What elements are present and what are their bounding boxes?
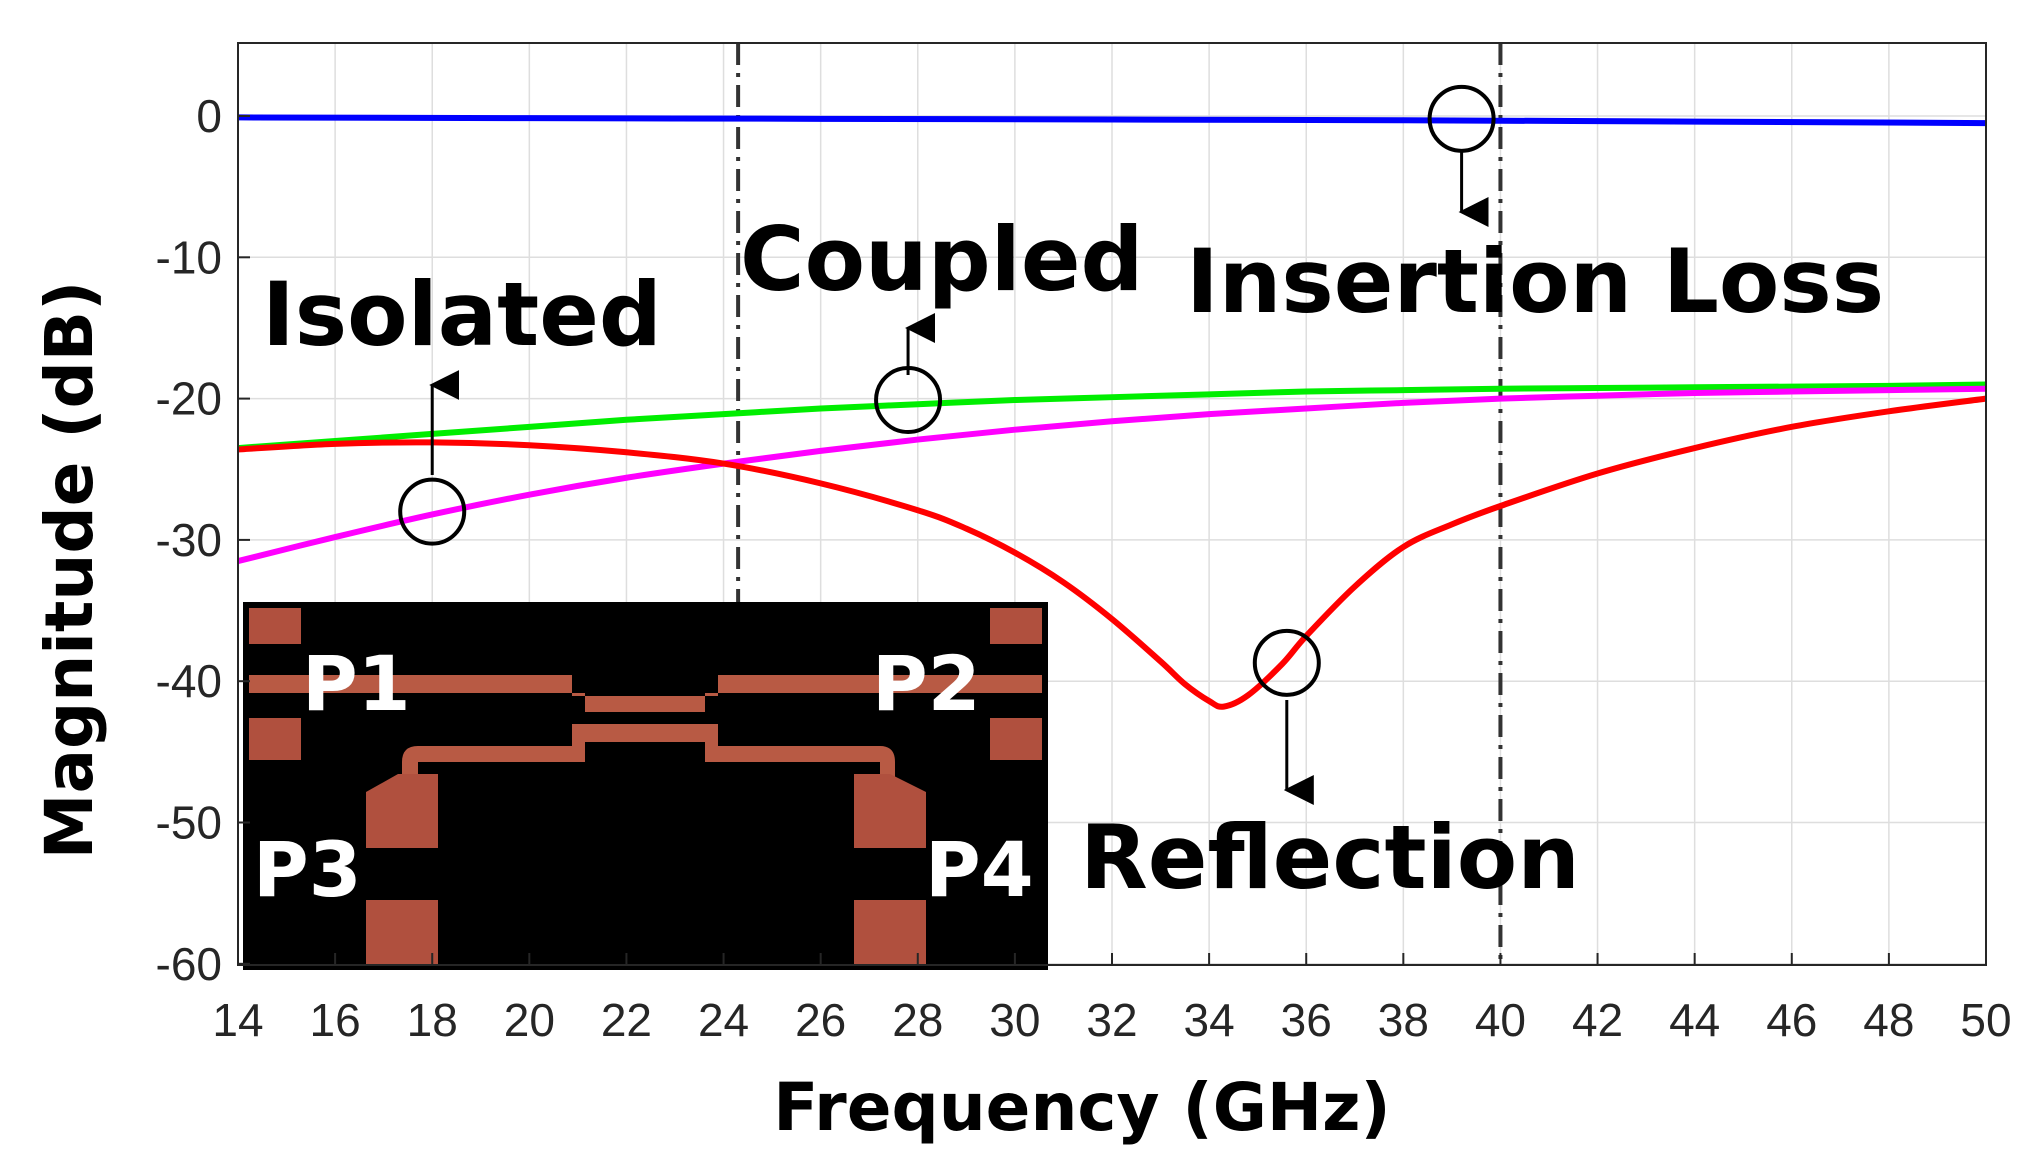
annotation-marker	[398, 477, 467, 546]
y-tick-label: -10	[156, 231, 222, 283]
annotation-label: Reflection	[1080, 806, 1580, 909]
series-line	[237, 395, 1987, 710]
port-label-p3: P3	[253, 825, 362, 914]
x-tick-label: 16	[310, 994, 361, 1046]
annotation-label: Isolated	[262, 263, 662, 366]
x-tick-label: 26	[795, 994, 846, 1046]
annotation-label: Insertion Loss	[1186, 230, 1884, 333]
pad-p4-lower	[854, 900, 926, 964]
x-tick-label: 34	[1184, 994, 1235, 1046]
pad-mid-left	[249, 718, 301, 760]
x-tick-label: 20	[504, 994, 555, 1046]
x-tick-label: 48	[1863, 994, 1914, 1046]
through-line	[249, 675, 1042, 712]
y-axis-title: Magnitude (dB)	[31, 281, 108, 859]
y-tick-label: 0	[196, 90, 222, 142]
x-tick-label: 14	[212, 994, 263, 1046]
x-tick-label: 18	[407, 994, 458, 1046]
pad-top-left	[249, 608, 301, 644]
y-tick-label: -40	[156, 655, 222, 707]
x-tick-label: 50	[1960, 994, 2011, 1046]
pad-p3-lower	[366, 900, 438, 964]
x-tick-label: 42	[1572, 994, 1623, 1046]
pad-p3-upper	[366, 774, 438, 848]
series-line	[237, 381, 1987, 452]
coupled-line	[402, 724, 895, 778]
pad-p4-upper	[854, 774, 926, 848]
annotation-marker	[1252, 628, 1321, 697]
y-tick-label: -30	[156, 514, 222, 566]
port-label-p2: P2	[872, 639, 981, 728]
x-tick-label: 32	[1086, 994, 1137, 1046]
y-tick-label: -50	[156, 797, 222, 849]
x-tick-label: 44	[1669, 994, 1720, 1046]
port-label-p1: P1	[302, 639, 411, 728]
annotation-marker	[1427, 84, 1496, 153]
pad-mid-right	[990, 718, 1042, 760]
series-line	[237, 385, 1987, 565]
series-group	[237, 114, 1987, 710]
x-tick-label: 28	[892, 994, 943, 1046]
series-line	[237, 114, 1987, 127]
y-tick-label: -20	[156, 373, 222, 425]
x-tick-label: 30	[989, 994, 1040, 1046]
x-tick-label: 40	[1475, 994, 1526, 1046]
x-axis-title: Frequency (GHz)	[773, 1069, 1390, 1146]
port-label-p4: P4	[925, 825, 1034, 914]
layout-inset: P1 P2 P3 P4	[243, 602, 1048, 970]
annotation-label: Coupled	[740, 208, 1144, 311]
y-tick-label: -60	[156, 938, 222, 990]
x-tick-label: 38	[1378, 994, 1429, 1046]
x-tick-labels: 14 16 18 20 22 24 26 28 30 32 34 36 38 40 42 44 46 48 50	[212, 953, 2012, 1046]
annotation-marker	[874, 366, 943, 435]
x-tick-label: 36	[1281, 994, 1332, 1046]
x-tick-label: 22	[601, 994, 652, 1046]
pad-top-right	[990, 608, 1042, 644]
y-tick-labels: 0 -10 -20 -30 -40 -50 -60	[156, 90, 250, 990]
x-tick-label: 24	[698, 994, 749, 1046]
x-tick-label: 46	[1766, 994, 1817, 1046]
